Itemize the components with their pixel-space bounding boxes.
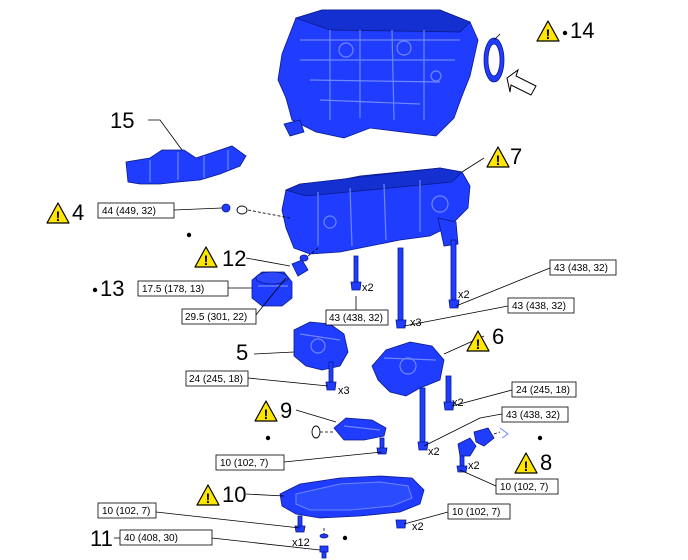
quantity-label: x2 [458, 289, 470, 301]
quantity-label: x12 [292, 537, 310, 549]
warning-icon: ! [536, 20, 560, 42]
callout-11: 11 [90, 526, 113, 551]
callout-10: 10 [222, 482, 246, 507]
warning-icon: ! [46, 202, 70, 224]
callout-14: 14 [570, 18, 594, 43]
svg-text:!: ! [476, 336, 481, 352]
bullet-dot-icon [265, 435, 271, 441]
warning-icon: ! [196, 484, 220, 506]
svg-text:!: ! [56, 208, 61, 224]
torque-spec-11: 40 (408, 30) [124, 533, 178, 544]
torque-spec-10-bolt: 10 (102, 7) [102, 506, 150, 517]
warning-icon: ! [194, 246, 218, 268]
torque-spec-5: 24 (245, 18) [189, 374, 243, 385]
svg-text:!: ! [524, 458, 529, 474]
torque-spec-8: 10 (102, 7) [500, 482, 548, 493]
bullet-dot-icon [186, 232, 192, 238]
warning-icon: ! [514, 452, 538, 474]
torque-spec-crankcase-bolt-b: 43 (438, 32) [554, 263, 608, 274]
callout-4: 4 [72, 200, 84, 225]
callout-8: 8 [540, 450, 552, 475]
oil-pan-part [279, 475, 425, 533]
oil-pump-part [293, 321, 349, 391]
quantity-label: x2 [452, 397, 464, 409]
oil-pump-assembly-part [371, 341, 455, 451]
direction-arrow-icon [506, 68, 537, 96]
torque-spec-4: 44 (449, 32) [102, 206, 156, 217]
quantity-label: x3 [410, 317, 422, 329]
warning-icon: ! [254, 400, 278, 422]
callout-13: 13 [100, 276, 124, 301]
warning-icon: ! [466, 330, 490, 352]
torque-spec-10-nut: 10 (102, 7) [452, 507, 500, 518]
oil-strainer-part [311, 417, 388, 455]
callout-9: 9 [280, 398, 292, 423]
torque-spec-6: 24 (245, 18) [516, 385, 570, 396]
svg-text:!: ! [546, 26, 551, 42]
stiffening-plate-part [125, 145, 247, 185]
quantity-label: x2 [412, 521, 424, 533]
bullet-dot-icon [562, 30, 568, 36]
svg-text:!: ! [206, 490, 211, 506]
bullet-dot-icon [537, 435, 543, 441]
callout-6: 6 [492, 324, 504, 349]
crankcase-bolts [350, 239, 460, 329]
bullet-dot-icon [92, 287, 98, 293]
drain-gasket-part [319, 533, 329, 539]
sensor-bracket-part [456, 427, 509, 473]
callout-5: 5 [236, 340, 248, 365]
quantity-label: x2 [428, 446, 440, 458]
callout-7: 7 [510, 144, 522, 169]
callout-15: 15 [110, 108, 134, 133]
cylinder-block-part [277, 9, 479, 139]
rear-oil-seal-part [483, 37, 505, 83]
svg-text:!: ! [264, 406, 269, 422]
quantity-label: x3 [338, 385, 350, 397]
callout-12: 12 [222, 246, 246, 271]
union-part [221, 203, 231, 213]
torque-spec-pump-bolt: 43 (438, 32) [506, 410, 560, 421]
quantity-label: x2 [468, 460, 480, 472]
warning-icon: ! [486, 146, 510, 168]
bullet-dot-icon [342, 535, 348, 541]
torque-spec-12: 29.5 (301, 22) [185, 312, 247, 323]
torque-spec-crankcase-bolt-c: 43 (438, 32) [512, 301, 566, 312]
torque-spec-crankcase-bolt-a: 43 (438, 32) [329, 313, 383, 324]
svg-text:!: ! [496, 152, 501, 168]
oil-filter-union-part [291, 247, 319, 277]
svg-text:!: ! [204, 252, 209, 268]
quantity-label: x2 [362, 282, 374, 294]
stiffening-crankcase-part [281, 167, 471, 255]
drain-plug-part [319, 545, 329, 559]
o-ring-4 [236, 205, 248, 215]
oil-filter-part [251, 271, 293, 307]
torque-spec-9: 10 (102, 7) [220, 458, 268, 469]
leader-lines [114, 33, 551, 551]
torque-spec-13: 17.5 (178, 13) [142, 284, 204, 295]
